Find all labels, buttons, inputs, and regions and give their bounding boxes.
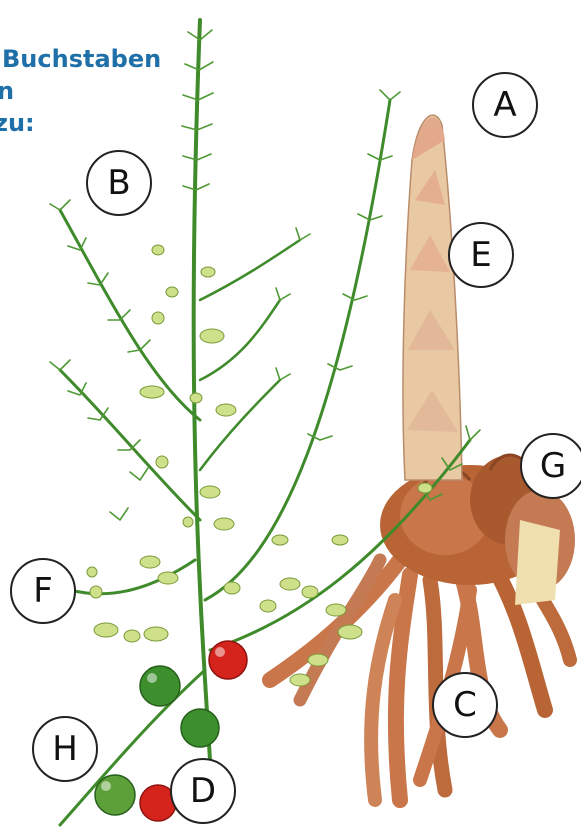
label-d: D (170, 758, 236, 824)
label-g: G (520, 433, 581, 499)
asparagus-spear (403, 115, 462, 480)
label-a: A (472, 72, 538, 138)
label-f: F (10, 558, 76, 624)
label-b: B (86, 150, 152, 216)
label-e: E (448, 222, 514, 288)
label-c: C (432, 672, 498, 738)
flowers (87, 245, 432, 686)
label-h: H (32, 716, 98, 782)
